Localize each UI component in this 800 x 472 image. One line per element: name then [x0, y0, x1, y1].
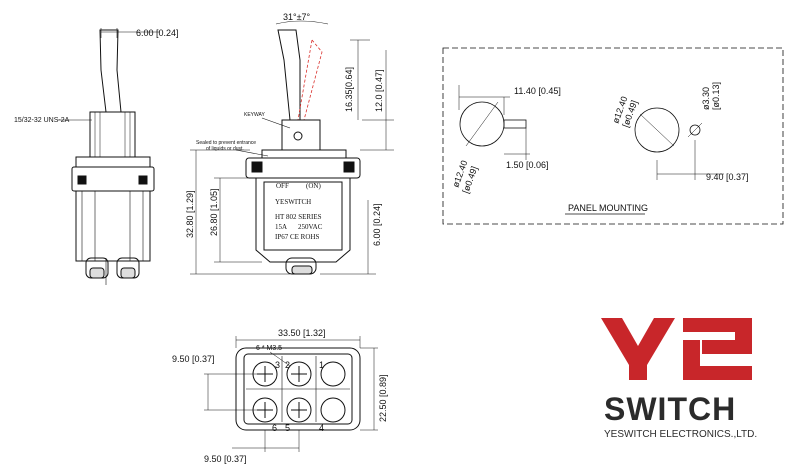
small-hole-a: ø3.30 [701, 87, 711, 110]
thread-spec: 15/32-32 UNS-2A [14, 117, 70, 124]
keyway-label: KEYWAY [244, 112, 266, 118]
small-hole-b: [ø0.13] [711, 82, 721, 110]
brand-logo: SWITCH YESWITCH ELECTRONICS.,LTD. [601, 318, 757, 440]
body-height-dim: 26.80 [1.05] [209, 188, 219, 236]
pitch-bottom-dim: 9.50 [0.37] [204, 454, 247, 464]
terminal-height-dim: 6.00 [0.24] [372, 203, 382, 246]
overall-height-dim: 32.80 [1.29] [185, 190, 195, 238]
series-print: HT 802 SERIES [275, 213, 322, 221]
key-width-dim: 1.50 [0.06] [506, 160, 549, 170]
cert-print: IP67 CE ROHS [275, 233, 319, 241]
terminal-3: 3 [275, 360, 280, 370]
label-off: OFF [276, 182, 289, 190]
left-view [58, 28, 160, 285]
rating-amps: 15A [275, 223, 287, 231]
panel-mounting [442, 47, 784, 225]
lever-width-dim: 6.00 [0.24] [136, 28, 179, 38]
lever-angle: 31°±7° [283, 12, 311, 22]
seal-note-2: of liquids or dust. [206, 146, 244, 152]
bottom-view [204, 336, 378, 452]
depth-dim: 22.50 [0.89] [378, 374, 388, 422]
logo-word: SWITCH [604, 391, 736, 427]
terminal-1: 1 [319, 360, 324, 370]
screw-spec: 6 * M3.5 [256, 345, 282, 352]
bottom-width-dim: 33.50 [1.32] [278, 328, 326, 338]
hole-spacing-dim: 9.40 [0.37] [706, 172, 749, 182]
side-view [190, 20, 394, 275]
brand-print: YESWITCH [275, 198, 311, 206]
pitch-top-dim: 9.50 [0.37] [172, 354, 215, 364]
terminal-5: 5 [285, 423, 290, 433]
terminal-2: 2 [285, 360, 290, 370]
bushing-height-dim: 12.0 [0.47] [374, 69, 384, 112]
terminal-6: 6 [272, 423, 277, 433]
company-name: YESWITCH ELECTRONICS.,LTD. [604, 429, 757, 440]
lever-height-dim: 16.35[0.64] [344, 67, 354, 112]
rating-volts: 250VAC [298, 223, 323, 231]
panel-mounting-title: PANEL MOUNTING [568, 203, 648, 213]
label-on: (ON) [306, 182, 321, 190]
hole1-offset-dim: 11.40 [0.45] [514, 86, 561, 96]
terminal-4: 4 [319, 423, 324, 433]
seal-note-1: Sealed to prevent entrance [196, 140, 256, 146]
